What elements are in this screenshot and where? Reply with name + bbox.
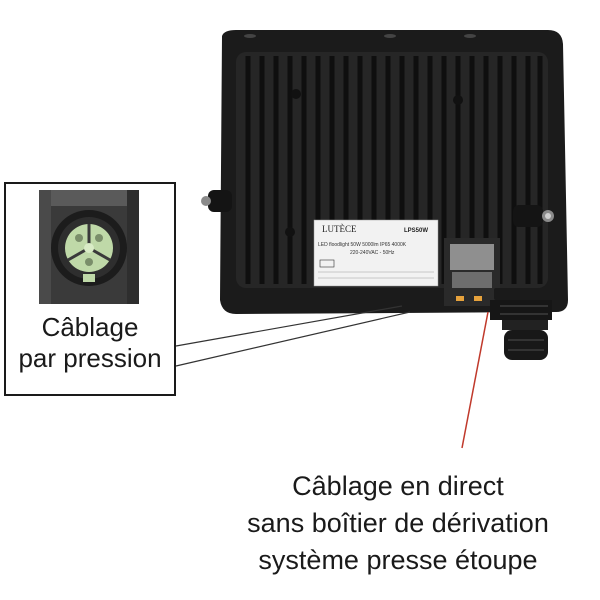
product-label: LUTÈCE LPS50W LED floodlight 50W 5000lm …	[313, 219, 439, 287]
caption-line3: système presse étoupe	[258, 545, 538, 575]
label-model: LPS50W	[404, 228, 428, 234]
caption-line1: Câblage en direct	[292, 471, 504, 501]
label-brand: LUTÈCE	[322, 224, 357, 234]
caption-line2: sans boîtier de dérivation	[247, 508, 549, 538]
ce-mark-icon	[319, 259, 335, 268]
cable-gland-icon	[490, 288, 552, 360]
inset-caption: Câblage par pression	[6, 312, 174, 374]
connector-closeup-image	[39, 190, 139, 304]
gland-callout-line	[461, 311, 489, 449]
inset-callout-lines	[175, 305, 411, 367]
inset-caption-line1: Câblage	[41, 312, 139, 342]
label-spec-line2: 220-240VAC - 50Hz	[350, 250, 395, 256]
terminal-block	[444, 238, 500, 306]
push-wire-connector-inset: Câblage par pression	[4, 182, 176, 396]
direct-wiring-caption: Câblage en direct sans boîtier de dériva…	[196, 468, 600, 579]
inset-caption-line2: par pression	[18, 343, 162, 373]
label-spec-line1: LED floodlight 50W 5000lm IP65 4000K	[318, 242, 407, 248]
